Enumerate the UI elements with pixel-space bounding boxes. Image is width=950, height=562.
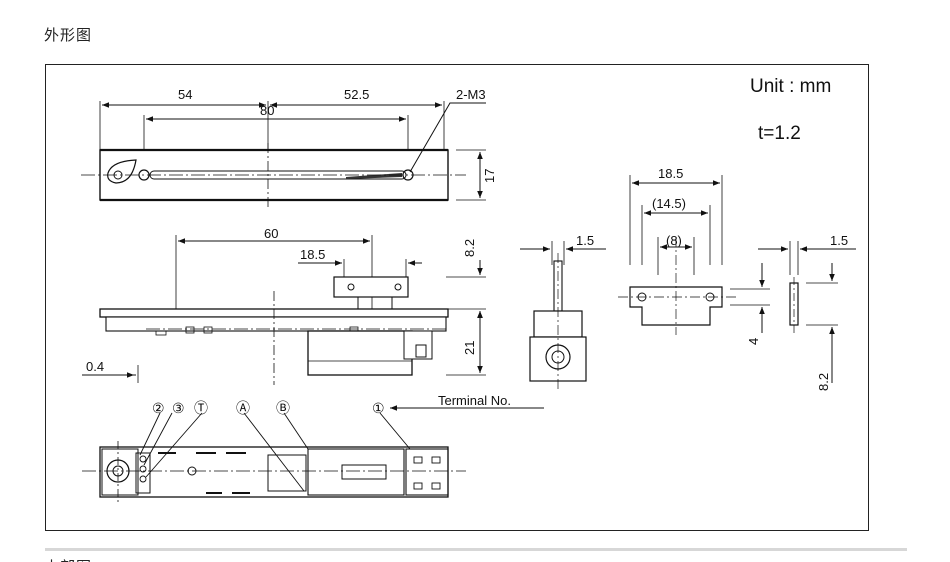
- side-view: [82, 235, 486, 385]
- section-divider: [45, 548, 907, 551]
- dim-21: 21: [462, 341, 477, 355]
- bracket-view: [618, 175, 770, 335]
- screw-callout: 2-M3: [456, 87, 486, 102]
- drawing-frame: Unit : mm t=1.2 54 52.5 80 2-M3 17: [45, 64, 869, 531]
- dim-1-5-bracket: 1.5: [830, 233, 848, 248]
- dim-1-5-end: 1.5: [576, 233, 594, 248]
- dim-8: (8): [666, 233, 682, 248]
- dim-18-5-side: 18.5: [300, 247, 325, 262]
- terminal-b: Ⓑ: [276, 400, 290, 416]
- terminal-1: ①: [372, 400, 385, 416]
- top-view: [81, 101, 486, 210]
- dim-0-4: 0.4: [86, 359, 104, 374]
- terminal-t: Ⓣ: [194, 400, 208, 416]
- next-section-heading: 内部图: [44, 556, 92, 562]
- dim-80: 80: [260, 103, 274, 118]
- terminal-a: Ⓐ: [236, 400, 250, 416]
- unit-label: Unit : mm: [750, 76, 831, 97]
- page-heading: 外形图: [44, 26, 93, 44]
- dim-60: 60: [264, 226, 278, 241]
- dim-17: 17: [482, 169, 497, 183]
- terminal-label: Terminal No.: [438, 393, 511, 408]
- technical-drawing: Unit : mm t=1.2 54 52.5 80 2-M3 17: [81, 76, 856, 503]
- terminal-3: ③: [172, 400, 185, 416]
- dim-8-2-side: 8.2: [462, 239, 477, 257]
- dim-54: 54: [178, 87, 192, 102]
- dim-14-5: (14.5): [652, 196, 686, 211]
- dim-8-2-bracket: 8.2: [816, 373, 831, 391]
- end-view: [520, 241, 606, 391]
- bracket-side-view: [758, 241, 856, 383]
- dim-18-5-bracket: 18.5: [658, 166, 683, 181]
- dim-52-5: 52.5: [344, 87, 369, 102]
- dim-4: 4: [746, 338, 761, 345]
- thickness-label: t=1.2: [758, 123, 801, 144]
- terminal-2: ②: [152, 400, 165, 416]
- bottom-view: [82, 405, 544, 503]
